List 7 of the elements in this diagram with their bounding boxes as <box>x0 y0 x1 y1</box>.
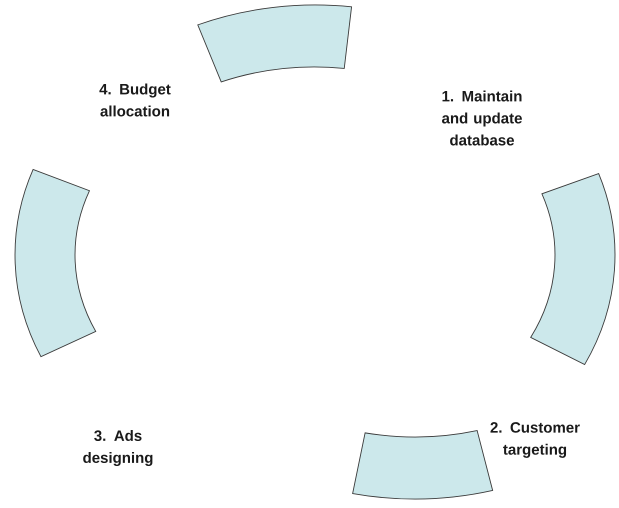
step-label: 1. Maintain and update database <box>442 90 522 146</box>
arc-segment <box>530 173 616 366</box>
step-label: 2. Customer targeting <box>490 422 580 458</box>
step-label: 3. Ads designing <box>83 430 152 466</box>
arc-segment <box>197 4 352 82</box>
arc-segment <box>14 169 96 358</box>
step-label: 4. Budget allocation <box>99 83 171 116</box>
